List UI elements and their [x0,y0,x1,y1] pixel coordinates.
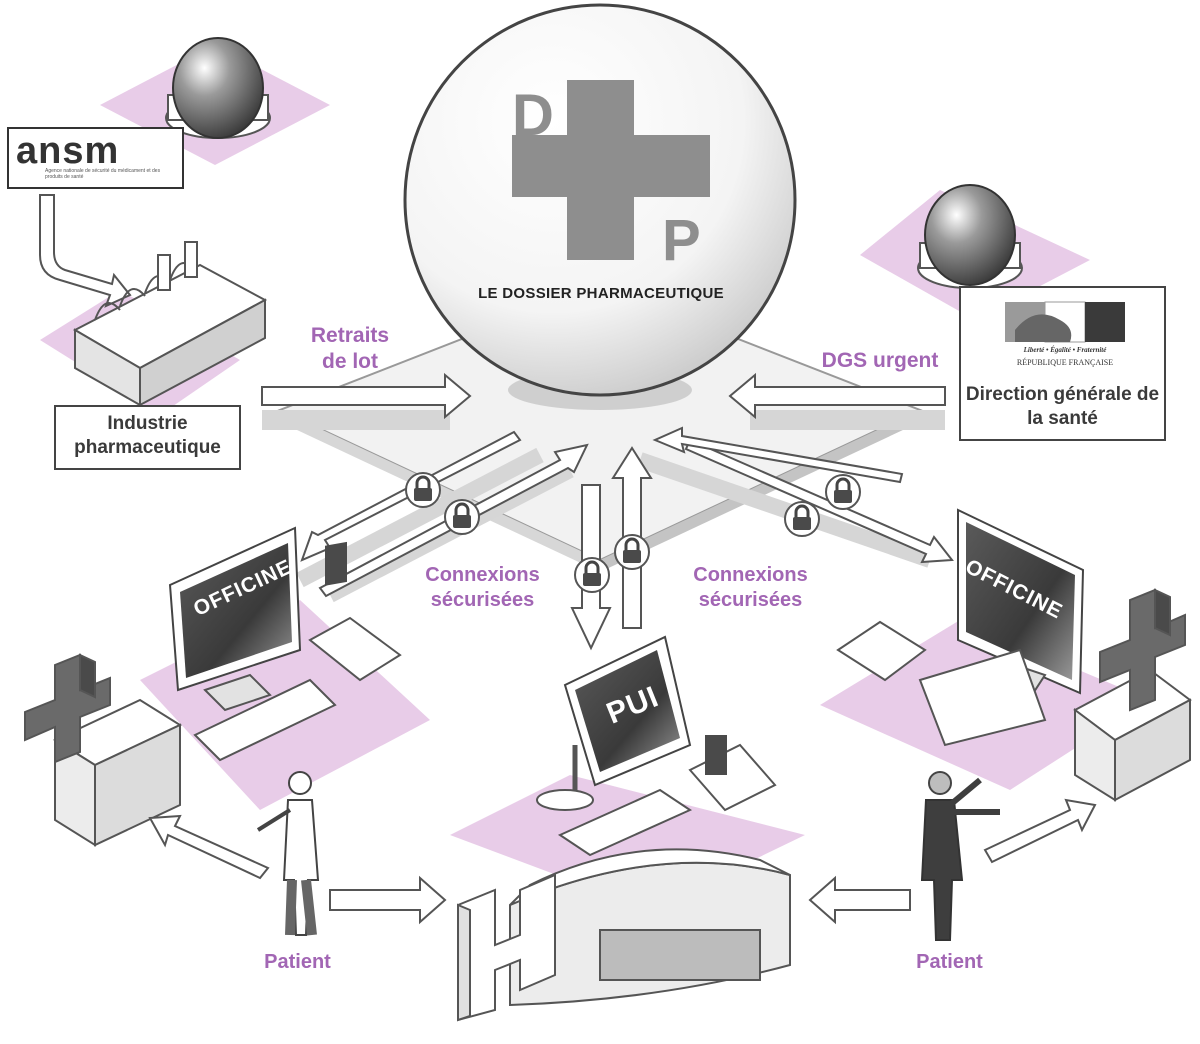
industry-label-box [54,405,241,470]
ansm-logo-icon [18,140,138,166]
dp-sphere [403,3,797,410]
right-officine-monitor [836,508,1085,747]
dp-title: LE DOSSIER PHARMACEUTIQUE [478,285,724,302]
left-officine-monitor [168,526,402,762]
lock-icon [573,556,611,594]
left-patient-label: Patient [264,951,331,973]
pui-monitor [536,635,777,857]
alarm-beacon-icon [165,37,271,139]
dgs-flow-arrow [728,372,946,430]
lock-icon [613,533,651,571]
pharmacy-cross-icon [1099,588,1186,712]
right-pharmacy-building [1073,588,1192,802]
alarm-beacon-icon [917,184,1023,289]
patient-flow-arrows [148,798,1097,925]
left-pharmacy-building [24,653,183,847]
right-patient-figure [920,771,1000,941]
left-connections-label: Connexions sécurisées [425,564,540,611]
pharmacy-cross-icon [24,653,111,764]
retraits-de-lot-label: Retraits de lot [310,324,390,374]
lock-icon [404,471,442,509]
marianne-logo [1005,301,1125,343]
dp-letter-p: P [662,208,701,273]
industry-label: Industrie pharmaceutique [74,413,221,458]
factory-icon [72,241,268,407]
dgs-card [959,286,1166,441]
hospital-building [457,848,791,1022]
ansm-to-industry-arrow [39,194,132,308]
lock-icon [824,473,862,511]
dgs-republic: RÉPUBLIQUE FRANÇAISE [1016,358,1114,367]
lock-icon [783,500,821,538]
ansm-subtitle: Agence nationale de sécurité du médicame… [45,168,161,180]
left-patient-figure [256,771,320,936]
lock-icon [443,498,481,536]
dgs-urgent-label: DGS urgent [821,349,939,372]
hospital-h-icon [457,873,556,1022]
dp-cross-logo [512,80,710,260]
right-patient-label: Patient [916,951,983,973]
dgs-motto: Liberté • Égalité • Fraternité [1023,346,1107,354]
dgs-label: Direction générale de la santé [965,384,1160,429]
right-connections-label: Connexions sécurisées [693,564,808,611]
ansm-logo-text: ansm [16,130,120,172]
industry-flow-arrow [261,372,472,430]
dp-letter-d: D [512,83,554,148]
